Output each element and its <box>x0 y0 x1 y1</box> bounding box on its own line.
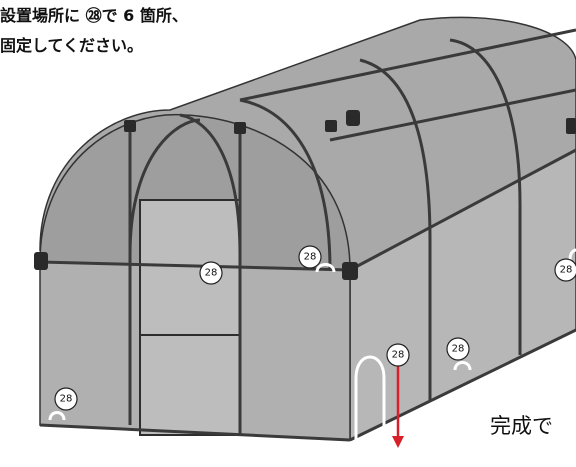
svg-text:28: 28 <box>560 265 573 276</box>
part-tag: 28 <box>298 245 322 269</box>
peg-icon <box>48 248 576 440</box>
completion-text: 完成で <box>490 414 553 438</box>
door-panel <box>139 199 241 436</box>
part-number-tags: 28 28 28 28 28 28 <box>54 245 576 411</box>
arrow-down-icon <box>392 360 404 448</box>
svg-text:28: 28 <box>452 344 465 355</box>
part-tag: 28 <box>199 261 223 285</box>
instruction-line-1: 設置場所に ㉘で 6 箇所、 <box>0 6 188 25</box>
svg-text:28: 28 <box>304 252 317 263</box>
part-tag: 28 <box>54 387 78 411</box>
part-tag: 28 <box>446 337 470 361</box>
part-tag: 28 <box>554 258 576 282</box>
instruction-line-2: 固定してください。 <box>0 36 144 55</box>
frame-tubes <box>39 28 576 442</box>
svg-text:28: 28 <box>205 268 218 279</box>
svg-text:28: 28 <box>60 394 73 405</box>
svg-text:28: 28 <box>392 350 405 361</box>
greenhouse-body <box>39 16 576 442</box>
part-tag: 28 <box>386 343 410 367</box>
frame-joints <box>34 110 576 280</box>
